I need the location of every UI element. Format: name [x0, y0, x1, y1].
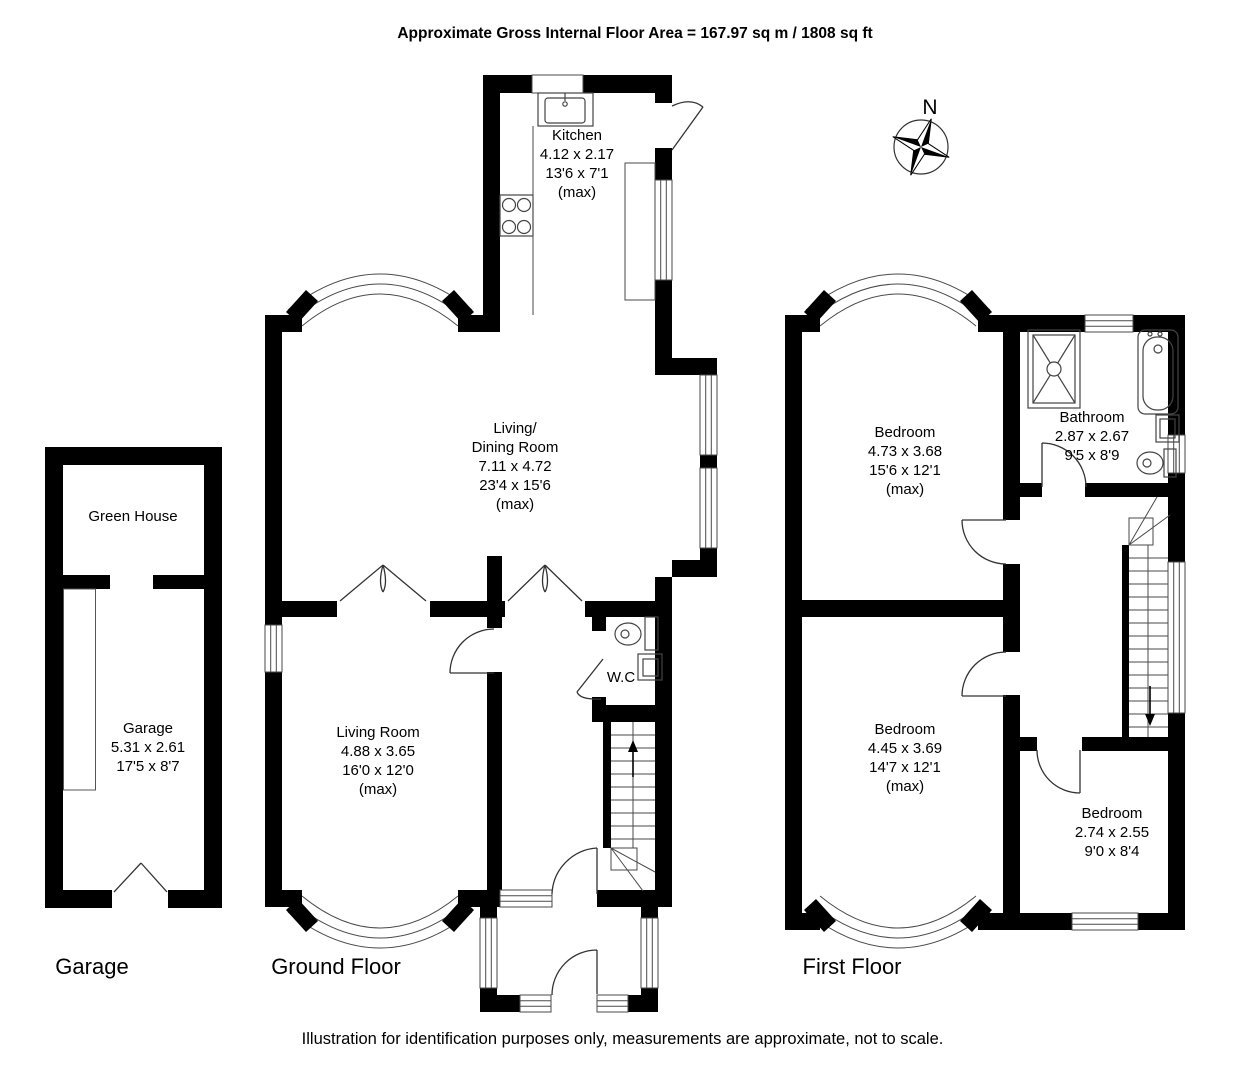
window-bathroom-top [1084, 314, 1134, 333]
bay-window-first-bottom [804, 895, 992, 949]
floor-label-garage: Garage [55, 954, 129, 979]
window-porch-bottom-left [519, 994, 552, 1013]
room-label-wc: W.C [606, 669, 636, 686]
kitchen-sink-icon [537, 92, 594, 127]
window-porch-right [640, 917, 659, 989]
bathroom-sink-icon [1155, 414, 1180, 443]
wc-sink-icon [637, 653, 663, 681]
window-porch-left [479, 917, 498, 989]
kitchen-counter [532, 126, 656, 315]
door-hall-entrance [551, 847, 598, 895]
bay-window-first-top [804, 273, 992, 327]
bathroom-toilet-icon [1136, 448, 1177, 478]
room-label-green-house: Green House [88, 508, 178, 525]
room-label-living-dining: Living/ Dining Room 7.11 x 4.72 23'4 x 1… [471, 420, 559, 513]
door-bedroom1 [961, 519, 1007, 565]
shower-icon [1027, 329, 1081, 409]
north-label: N [922, 96, 938, 119]
door-wc [576, 658, 604, 700]
door-bathroom [1041, 442, 1087, 488]
garage-bench [63, 588, 96, 791]
door-french-living-room [339, 564, 427, 602]
window-hall-front [499, 889, 553, 908]
disclaimer-text: Illustration for identification purposes… [301, 1030, 944, 1048]
floor-label-first: First Floor [802, 954, 902, 979]
floor-label-ground: Ground Floor [271, 954, 401, 979]
room-label-garage: Garage 5.31 x 2.61 17'5 x 8'7 [110, 720, 186, 775]
room-label-bathroom: Bathroom 2.87 x 2.67 9'5 x 8'9 [1054, 409, 1130, 464]
window-living-room-left [264, 624, 283, 673]
window-porch-bottom-right [596, 994, 629, 1013]
room-label-bedroom1: Bedroom 4.73 x 3.68 15'6 x 12'1 (max) [867, 424, 943, 498]
window-kitchen-right [654, 179, 673, 281]
window-kitchen-top [531, 74, 584, 94]
stairs-up-arrow [628, 740, 638, 752]
door-living-room [449, 628, 495, 674]
first-floor-walls [785, 315, 1185, 930]
door-kitchen-exterior [671, 101, 704, 151]
garage-structure [45, 447, 222, 908]
room-label-kitchen: Kitchen 4.12 x 2.17 13'6 x 7'1 (max) [539, 127, 615, 201]
door-porch-front [551, 949, 598, 996]
window-stairs-right [1167, 561, 1186, 714]
compass-icon [892, 118, 950, 176]
bay-window-ground-top [286, 273, 474, 327]
window-dining-side-a [699, 374, 718, 456]
window-bedroom3-bottom [1071, 912, 1139, 931]
wc-toilet-icon [614, 616, 659, 651]
stairs-first-floor [1128, 496, 1171, 737]
bay-window-ground-bottom [286, 895, 474, 949]
window-dining-side-b [699, 467, 718, 549]
door-french-hall [507, 564, 583, 602]
room-label-bedroom2: Bedroom 4.45 x 3.69 14'7 x 12'1 (max) [867, 721, 943, 795]
ground-floor-walls [265, 75, 717, 1012]
garage-door [113, 862, 168, 893]
stairs-down-arrow [1145, 714, 1155, 726]
page-title: Approximate Gross Internal Floor Area = … [397, 25, 873, 42]
door-bedroom2 [961, 651, 1007, 697]
room-label-bedroom3: Bedroom 2.74 x 2.55 9'0 x 8'4 [1074, 805, 1150, 860]
bathtub-icon [1137, 329, 1179, 415]
kitchen-hob-icon [499, 194, 534, 237]
stairs-ground-floor [610, 722, 656, 892]
room-label-living-room: Living Room 4.88 x 3.65 16'0 x 12'0 (max… [336, 724, 420, 798]
door-bedroom3 [1036, 749, 1081, 794]
